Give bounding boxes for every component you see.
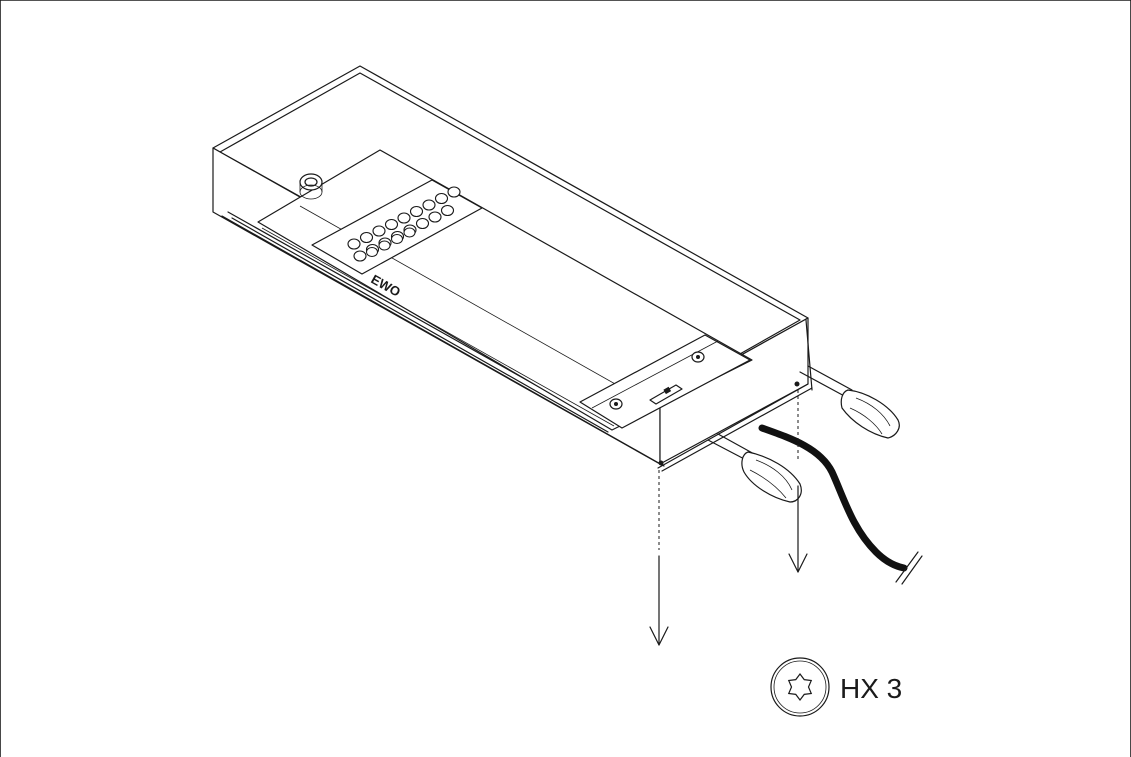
terminal-screw <box>403 227 416 238</box>
cover-screw-right <box>794 381 800 387</box>
terminal-screw <box>378 240 391 251</box>
terminal-screw <box>397 212 411 224</box>
terminal-screw <box>447 186 461 198</box>
terminal-screw <box>359 231 374 244</box>
terminal-screw <box>440 204 455 217</box>
tool-label: HX 3 <box>840 673 902 704</box>
tool-indicator: HX 3 <box>770 657 902 717</box>
terminal-screw <box>422 199 436 211</box>
mounting-screw-1 <box>691 351 705 363</box>
cable <box>758 424 908 572</box>
cover-screw-left <box>658 460 664 466</box>
screwdriver-left <box>707 433 802 503</box>
terminal-screw <box>384 218 399 231</box>
removal-arrow-left <box>649 470 669 646</box>
terminal-screw <box>428 211 442 223</box>
torx-icon <box>770 657 830 717</box>
cable-gland <box>299 173 323 200</box>
terminal-screw <box>366 247 378 257</box>
screwdriver-right <box>799 365 900 439</box>
removal-arrow-right <box>788 390 808 573</box>
terminal-screw <box>434 192 449 205</box>
terminal-screw <box>415 217 430 230</box>
terminal-screw <box>391 234 403 244</box>
terminal-block <box>347 186 461 262</box>
terminal-screw <box>372 225 386 237</box>
mounting-screw-2 <box>609 398 623 410</box>
terminal-screw <box>409 205 424 218</box>
terminal-screw <box>347 238 361 250</box>
small-connector <box>649 384 683 405</box>
terminal-screw <box>353 250 367 262</box>
device-housing: EWO <box>212 65 813 472</box>
